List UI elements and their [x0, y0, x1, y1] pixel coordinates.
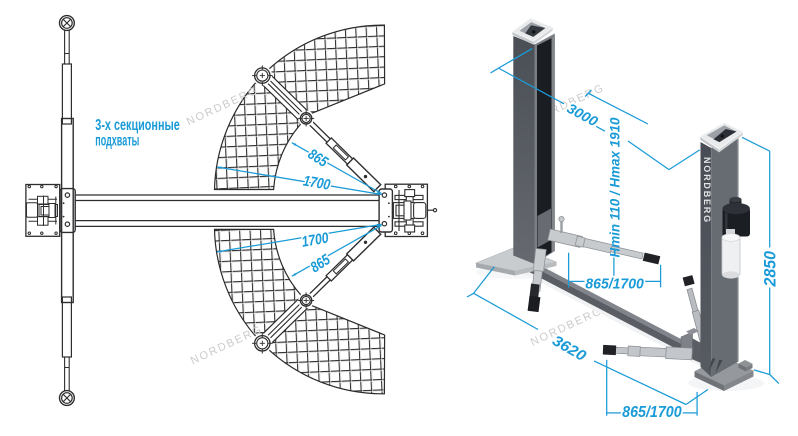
svg-text:865/1700: 865/1700 [622, 404, 682, 421]
svg-text:подхваты: подхваты [95, 132, 139, 149]
svg-text:NORDBERG: NORDBERG [702, 157, 712, 224]
svg-text:3-х секционные: 3-х секционные [95, 117, 180, 134]
svg-text:Hmin 110 / Hmax 1910: Hmin 110 / Hmax 1910 [607, 117, 623, 257]
svg-text:865/1700: 865/1700 [585, 275, 644, 292]
svg-text:2850: 2850 [762, 250, 780, 287]
